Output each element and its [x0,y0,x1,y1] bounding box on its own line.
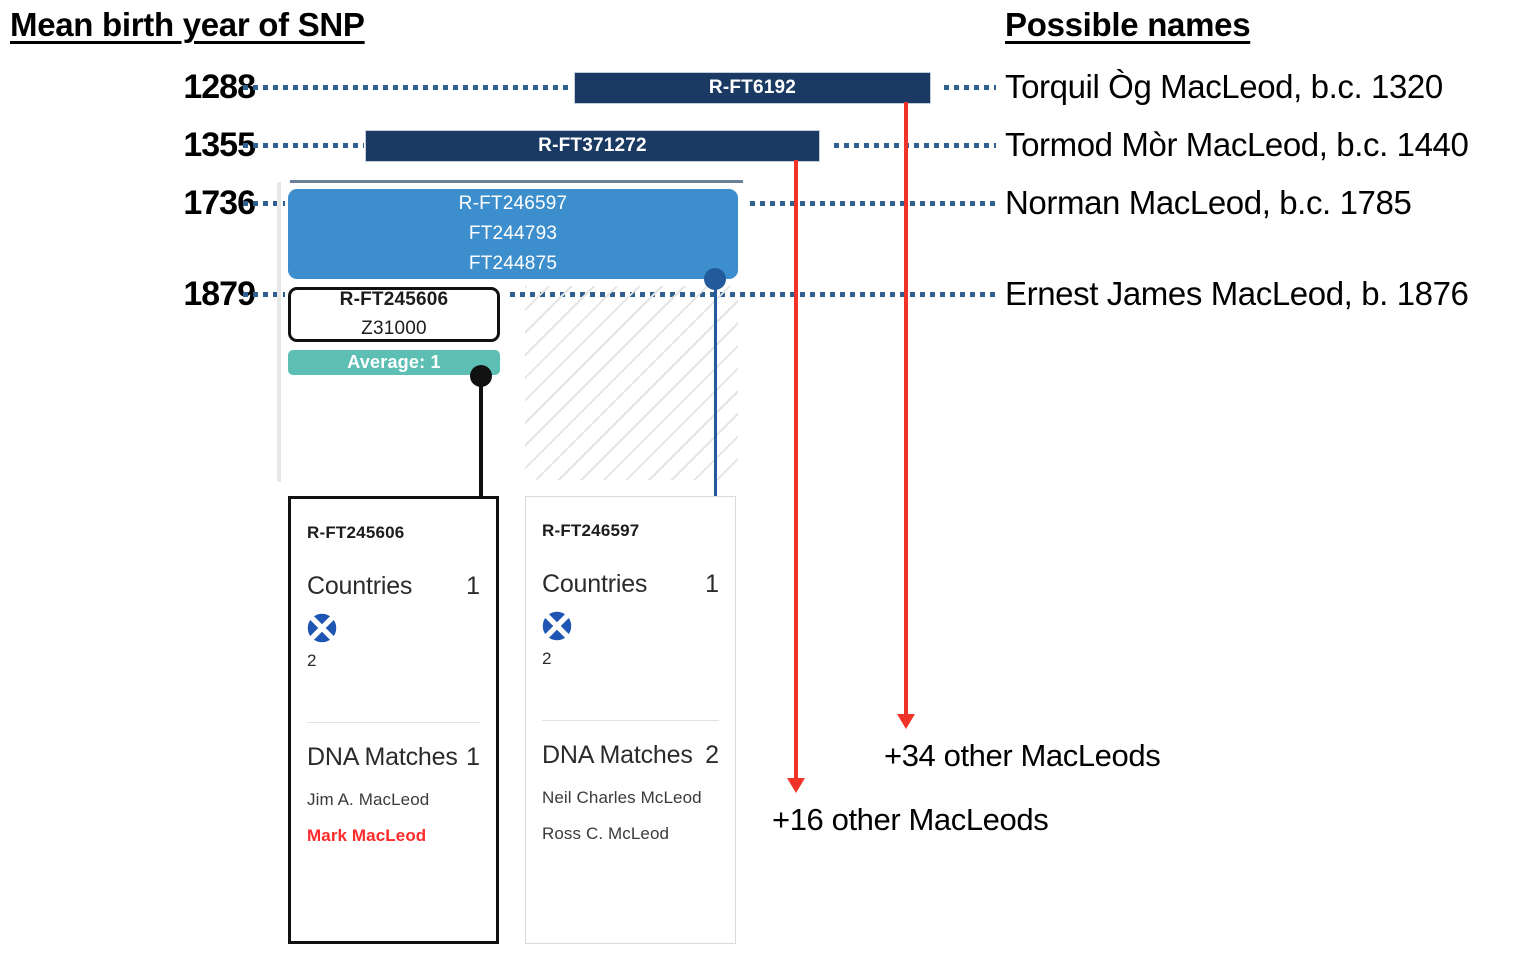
annotation-arrow-line-16 [794,160,798,778]
leader-right-1288 [944,85,996,90]
card-divider [307,722,480,723]
annotation-arrow-head-34 [897,714,915,729]
detail-card-ft246597[interactable]: R-FT246597 Countries 1 2 DNA Matches 2 N… [525,496,736,944]
card-code: R-FT245606 [307,523,405,542]
detail-card-ft245606[interactable]: R-FT245606 Countries 1 2 DNA Matches 1 J… [288,496,499,944]
left-rail [277,182,281,482]
dna-matches-count: 1 [466,743,480,771]
scotland-saltire-icon [542,611,572,646]
countries-label: Countries [307,572,413,600]
possible-name-1736: Norman MacLeod, b.c. 1785 [1005,184,1412,221]
year-label-1288: 1288 [183,68,256,106]
leader-right-1736 [750,201,996,206]
leader-right-1355 [834,143,996,148]
snp-block-ft245606[interactable]: R-FT245606 Z31000 [288,287,500,342]
leader-left-1355 [243,143,364,148]
annotation-arrow-head-16 [787,778,805,793]
connector-stem-blue [714,279,717,498]
snp-block-code: R-FT245606 [339,289,449,310]
flag-count: 2 [542,649,552,668]
leader-left-1879 [243,292,285,297]
connector-stem-black [479,376,483,498]
card-code: R-FT246597 [542,521,640,540]
year-label-1736: 1736 [183,184,256,222]
leader-left-1288 [243,85,573,90]
hatched-placeholder-panel [525,286,738,480]
dna-matches-label: DNA Matches [542,741,693,769]
possible-name-1355: Tormod Mòr MacLeod, b.c. 1440 [1005,126,1469,163]
snp-block-alias: Z31000 [361,318,427,339]
average-pill: Average: 1 [288,350,500,375]
match-name[interactable]: Neil Charles McLeod [542,788,702,807]
snp-block-line-3: FT244875 [468,253,558,274]
dna-matches-count: 2 [705,741,719,769]
annotation-label-34: +34 other MacLeods [884,738,1161,773]
snp-block-line-2: FT244793 [468,223,558,244]
year-label-1355: 1355 [183,126,256,164]
annotation-label-16: +16 other MacLeods [772,802,1049,837]
blue-block-top-rule [290,180,743,183]
possible-name-1288: Torquil Òg MacLeod, b.c. 1320 [1005,68,1443,105]
dna-matches-label: DNA Matches [307,743,458,771]
right-column-header: Possible names [1005,6,1251,43]
countries-count: 1 [705,570,719,598]
snp-bar-ft6192[interactable]: R-FT6192 [574,72,931,104]
leader-left-1736 [243,201,285,206]
left-column-header: Mean birth year of SNP [10,6,365,43]
match-name[interactable]: Ross C. McLeod [542,824,670,843]
snp-block-ft246597[interactable]: R-FT246597 FT244793 FT244875 [288,189,738,279]
snp-block-line-1: R-FT246597 [458,193,568,214]
leader-right-1879 [510,292,996,297]
match-name[interactable]: Jim A. MacLeod [307,790,430,809]
match-name-highlighted[interactable]: Mark MacLeod [307,826,427,845]
year-label-1879: 1879 [183,275,256,313]
countries-label: Countries [542,570,648,598]
card-divider [542,720,719,721]
possible-name-1879: Ernest James MacLeod, b. 1876 [1005,275,1469,312]
flag-count: 2 [307,651,317,670]
countries-count: 1 [466,572,480,600]
scotland-saltire-icon [307,613,337,648]
annotation-arrow-line-34 [904,102,908,714]
snp-bar-ft371272[interactable]: R-FT371272 [365,130,820,162]
